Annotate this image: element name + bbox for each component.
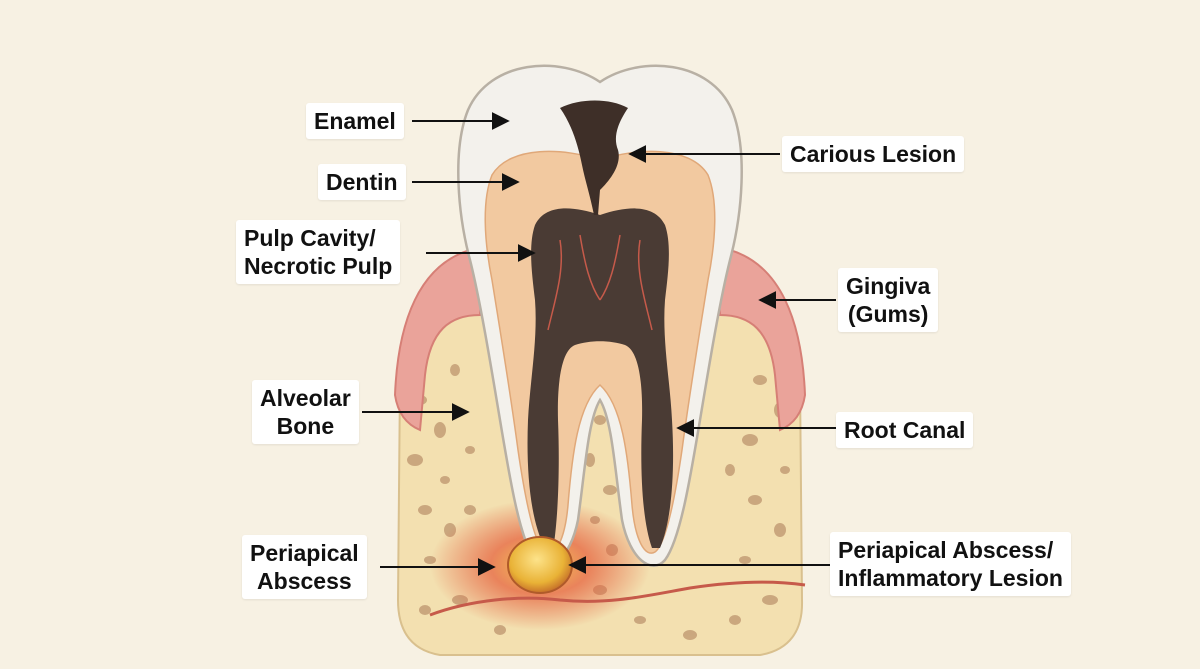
label-enamel-text: Enamel (314, 108, 396, 134)
pulp-cavity (527, 208, 674, 550)
gingiva-left (393, 249, 487, 432)
label-gingiva-line1: Gingiva (846, 273, 931, 299)
label-carious-lesion: Carious Lesion (782, 136, 965, 172)
gingiva-right (713, 249, 807, 432)
periapical-abscess-shape (507, 536, 573, 594)
label-gingiva-line2: (Gums) (847, 301, 929, 327)
leader-lines (362, 112, 836, 576)
pulp-vessels (547, 234, 653, 331)
label-alveolar-line1: Alveolar (260, 385, 351, 411)
carious-lesion-shape (560, 100, 628, 215)
label-pulp: Pulp Cavity/ Necrotic Pulp (236, 220, 401, 284)
label-dentin: Dentin (318, 164, 406, 200)
label-lesion-line2: Inflammatory Lesion (838, 565, 1063, 591)
nerve-bundle (429, 580, 806, 617)
label-enamel: Enamel (306, 103, 404, 139)
label-alveolar-bone: Alveolar Bone (252, 380, 359, 444)
label-pulp-line2: Necrotic Pulp (244, 253, 393, 279)
label-periapical-line1: Periapical (250, 540, 359, 566)
label-dentin-text: Dentin (326, 169, 398, 195)
label-gingiva: Gingiva (Gums) (838, 268, 939, 332)
label-periapical-line2: Abscess (257, 568, 352, 594)
label-inflammatory-lesion: Periapical Abscess/ Inflammatory Lesion (830, 532, 1071, 596)
label-root-canal: Root Canal (836, 412, 974, 448)
label-lesion-line1: Periapical Abscess/ (838, 537, 1054, 563)
label-alveolar-line2: Bone (276, 413, 335, 439)
label-periapical-abscess: Periapical Abscess (242, 535, 367, 599)
label-carious-text: Carious Lesion (790, 141, 957, 167)
label-root-canal-text: Root Canal (844, 417, 966, 443)
label-pulp-line1: Pulp Cavity/ (244, 225, 376, 251)
